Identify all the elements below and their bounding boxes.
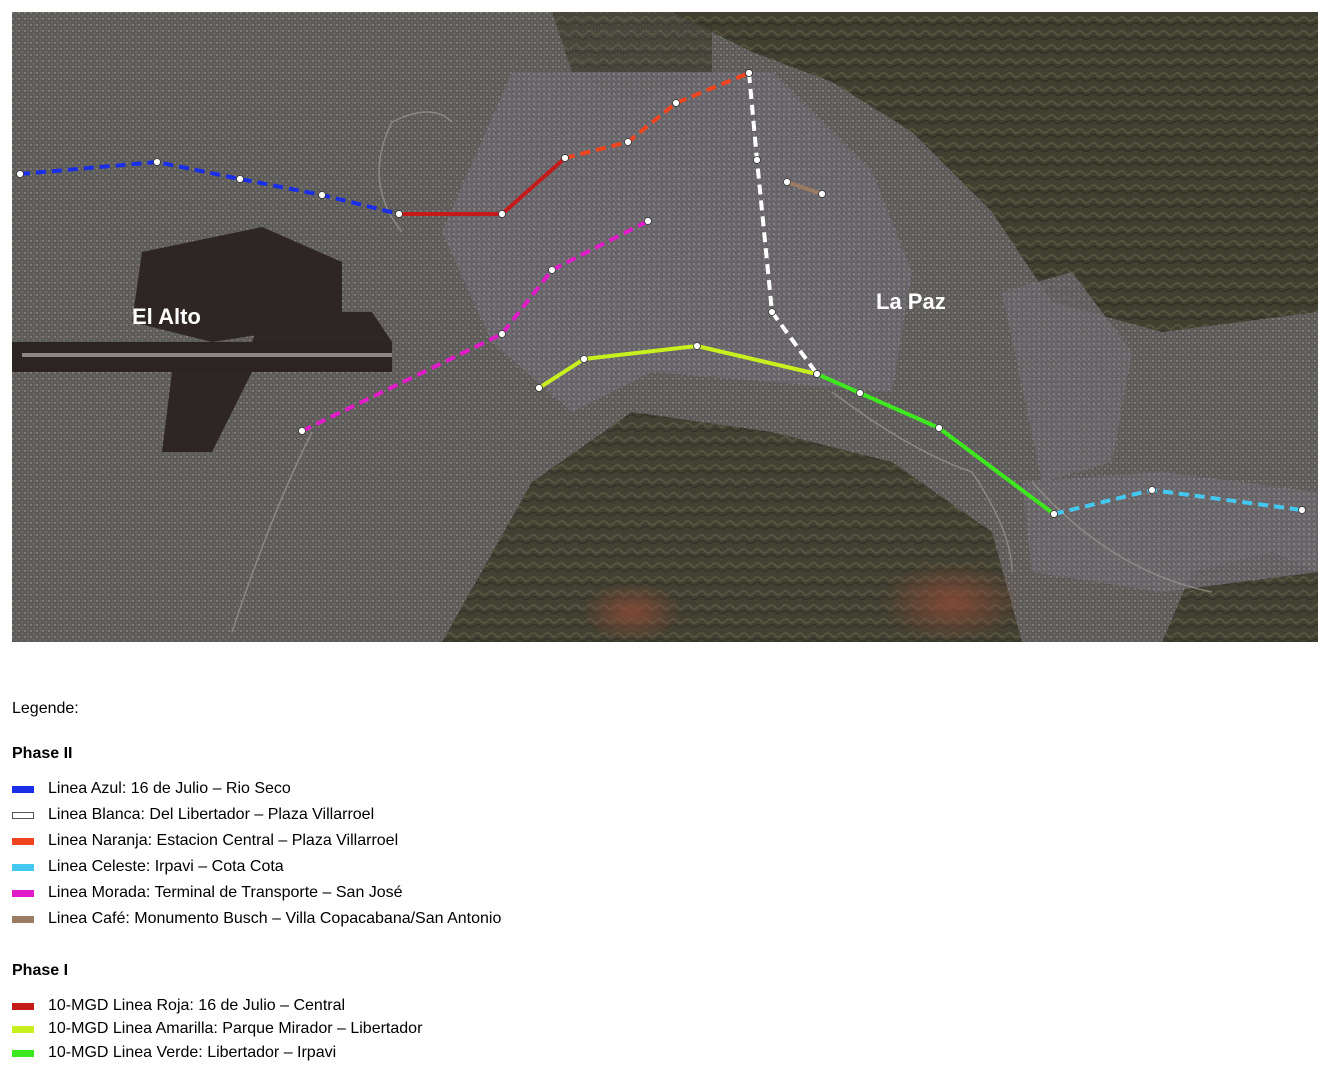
legend-item-azul: Linea Azul: 16 de Julio – Rio Seco	[12, 778, 291, 800]
station-marker	[16, 170, 24, 178]
legend-item-roja: 10-MGD Linea Roja: 16 de Julio – Central	[12, 995, 345, 1017]
station-marker	[624, 138, 632, 146]
station-marker	[813, 370, 821, 378]
swatch-naranja-icon	[12, 837, 34, 845]
line-amarilla	[537, 344, 818, 390]
stations	[16, 69, 1306, 518]
airport	[12, 227, 392, 452]
urban-valley-east	[1002, 272, 1132, 482]
station-marker	[935, 424, 943, 432]
legend-label: Linea Azul: 16 de Julio – Rio Seco	[48, 780, 291, 797]
urban-southeast	[1022, 472, 1318, 592]
terrain-north	[672, 12, 1318, 332]
terrain-valley-south	[442, 412, 1022, 642]
legend-item-amarilla: 10-MGD Linea Amarilla: Parque Mirador – …	[12, 1018, 422, 1040]
station-marker	[856, 389, 864, 397]
swatch-celeste-icon	[12, 863, 34, 871]
station-marker	[580, 355, 588, 363]
swatch-blanca-icon	[12, 811, 34, 819]
station-marker	[783, 178, 791, 186]
station-marker	[753, 156, 761, 164]
line-morada	[301, 219, 649, 433]
legend-label: 10-MGD Linea Verde: Libertador – Irpavi	[48, 1044, 337, 1061]
legend-label: Linea Naranja: Estacion Central – Plaza …	[48, 832, 399, 849]
phase1-heading: Phase I	[12, 962, 69, 979]
legend-item-morada: Linea Morada: Terminal de Transporte – S…	[12, 882, 403, 904]
legend-item-cafe: Linea Café: Monumento Busch – Villa Copa…	[12, 908, 501, 930]
swatch-azul-icon	[12, 785, 34, 793]
swatch-morada-icon	[12, 889, 34, 897]
legend-title: Legende:	[12, 700, 79, 717]
line-blanca	[747, 72, 819, 376]
swatch-roja-icon	[12, 1002, 34, 1010]
station-marker	[498, 330, 506, 338]
urban-la-paz	[442, 72, 912, 412]
satellite-map: El Alto La Paz	[12, 12, 1318, 642]
city-label-el-alto: El Alto	[132, 304, 201, 329]
station-marker	[153, 158, 161, 166]
station-marker	[768, 308, 776, 316]
roads	[231, 111, 1213, 633]
station-marker	[745, 69, 753, 77]
legend-label: Linea Celeste: Irpavi – Cota Cota	[48, 858, 284, 875]
station-marker	[644, 217, 652, 225]
station-marker	[1148, 486, 1156, 494]
station-marker	[395, 210, 403, 218]
legend-item-celeste: Linea Celeste: Irpavi – Cota Cota	[12, 856, 284, 878]
line-cafe	[786, 180, 823, 196]
station-marker	[561, 154, 569, 162]
line-naranja	[564, 71, 750, 160]
legend-label: Linea Café: Monumento Busch – Villa Copa…	[48, 910, 502, 927]
legend-item-blanca: Linea Blanca: Del Libertador – Plaza Vil…	[12, 804, 374, 826]
station-marker	[1050, 510, 1058, 518]
line-verde	[816, 372, 1056, 516]
station-marker	[535, 384, 543, 392]
station-marker	[498, 210, 506, 218]
legend-label: Linea Blanca: Del Libertador – Plaza Vil…	[48, 806, 375, 823]
station-marker	[818, 190, 826, 198]
station-marker	[1298, 506, 1306, 514]
legend-item-naranja: Linea Naranja: Estacion Central – Plaza …	[12, 830, 398, 852]
station-marker	[318, 191, 326, 199]
station-marker	[298, 427, 306, 435]
legend-label: 10-MGD Linea Amarilla: Parque Mirador – …	[48, 1020, 423, 1037]
red-hills-2	[582, 582, 682, 642]
station-marker	[693, 342, 701, 350]
legend-item-verde: 10-MGD Linea Verde: Libertador – Irpavi	[12, 1042, 336, 1064]
station-marker	[672, 99, 680, 107]
station-marker	[236, 175, 244, 183]
swatch-cafe-icon	[12, 915, 34, 923]
phase2-heading: Phase II	[12, 745, 73, 762]
swatch-verde-icon	[12, 1049, 34, 1057]
legend-label: 10-MGD Linea Roja: 16 de Julio – Central	[48, 997, 346, 1014]
station-marker	[548, 266, 556, 274]
legend-label: Linea Morada: Terminal de Transporte – S…	[48, 884, 403, 901]
map-canvas: El Alto La Paz	[12, 12, 1318, 642]
red-hills	[882, 562, 1022, 642]
swatch-amarilla-icon	[12, 1025, 34, 1033]
city-label-la-paz: La Paz	[876, 289, 946, 314]
